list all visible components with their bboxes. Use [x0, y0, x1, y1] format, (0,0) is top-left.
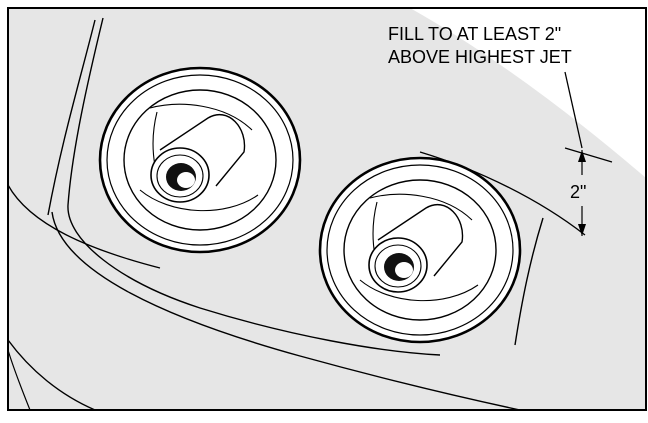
jet-top-reference-line [419, 151, 586, 236]
dimension-arrow-up [578, 150, 586, 162]
tub-contour-left-outer [47, 19, 96, 216]
tub-contour-bottom-3 [7, 349, 31, 411]
jet-left-nozzle-barrel [159, 113, 246, 187]
jet-right-vane-1 [369, 193, 473, 221]
tub-contour-left-inner [67, 17, 441, 356]
callout-line-2: ABOVE HIGHEST JET [388, 47, 572, 67]
dimension-label: 2" [570, 182, 586, 202]
tub-contour-right [514, 217, 544, 346]
callout-line-1: FILL TO AT LEAST 2" [388, 24, 561, 44]
dimension-extension-top [564, 147, 613, 163]
tub-contour-bottom-2 [7, 339, 96, 411]
jet-left-nozzle-ring [156, 154, 204, 198]
frame-border [7, 7, 647, 411]
jet-left-bezel-mid [106, 74, 294, 246]
dimension-2in: 2" [564, 147, 613, 236]
jet-right-nozzle-bore-hilite [395, 262, 413, 278]
jet-left-vane-1 [149, 103, 253, 131]
dimension-arrow-down [578, 224, 586, 236]
jet-right-bezel-mid [326, 164, 514, 336]
jet-right [318, 156, 522, 344]
callout-leader-line [564, 71, 583, 149]
jet-left [98, 66, 302, 254]
jet-right-vane-2 [359, 279, 479, 302]
jet-right-nozzle-ring [374, 244, 422, 288]
jet-left-nozzle-bore-hilite [177, 172, 195, 188]
tub-contour-left-lower [7, 184, 161, 269]
tub-contour-bottom-1 [51, 211, 521, 411]
jet-left-vane-2 [139, 189, 259, 212]
jet-right-nozzle-barrel [377, 203, 464, 277]
